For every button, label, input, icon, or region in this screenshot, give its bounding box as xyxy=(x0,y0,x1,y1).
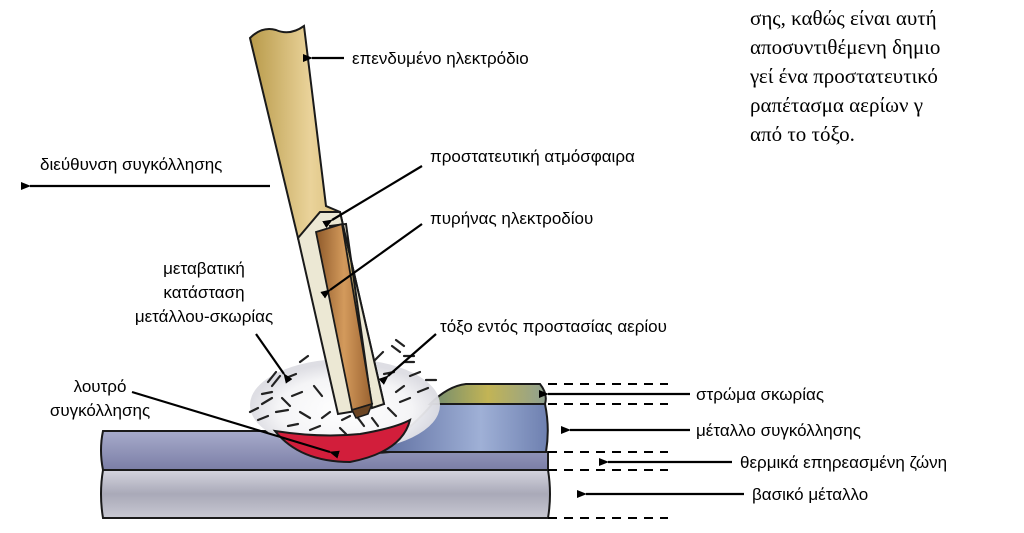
label-transition-line-3: μετάλλου-σκωρίας xyxy=(135,307,273,326)
arrow-protective-atmosphere xyxy=(322,165,423,229)
label-weld-metal: μέταλλο συγκόλλησης xyxy=(696,421,861,440)
weld-pool-shape xyxy=(272,418,412,464)
label-arc-gas: τόξο εντός προστασίας αερίου xyxy=(440,317,667,336)
label-welding-direction: διεύθυνση συγκόλλησης xyxy=(40,155,222,174)
slag-layer xyxy=(427,383,547,405)
arrow-electrode-core xyxy=(320,223,423,299)
body-text-line: γεί ένα προστατευτικό xyxy=(750,64,938,88)
body-text-line: ραπέτασμα αερίων γ xyxy=(750,93,923,117)
electrode-tip xyxy=(350,402,374,419)
arrow-arc-gas xyxy=(378,333,437,385)
label-weld-pool-line-2: συγκόλλησης xyxy=(50,401,150,420)
label-coated-electrode: επενδυμένο ηλεκτρόδιο xyxy=(352,49,529,68)
body-text-line: από το τόξο. xyxy=(750,122,855,146)
arrow-weld-pool xyxy=(131,390,340,459)
label-electrode-core: πυρήνας ηλεκτροδίου xyxy=(430,209,593,228)
label-weld-pool-line-1: λουτρό xyxy=(74,377,127,396)
body-text-line: σης, καθώς είναι αυτή xyxy=(750,6,937,30)
label-transition-line-2: κατάσταση xyxy=(163,283,244,302)
label-protective-atmosphere: προστατευτική ατμόσφαιρα xyxy=(430,147,635,166)
arrow-metal-slag xyxy=(255,333,293,384)
layer-guide-lines xyxy=(548,383,668,519)
body-text-line: αποσυντιθέμενη δημιο xyxy=(750,35,941,59)
label-haz: θερμικά επηρεασμένη ζώνη xyxy=(740,453,947,472)
label-transition-line-1: μεταβατική xyxy=(163,259,245,278)
label-slag-layer: στρώμα σκωρίας xyxy=(696,385,824,404)
base-metal-layer xyxy=(100,469,551,519)
label-base-metal: βασικό μέταλλο xyxy=(752,485,868,504)
body-text-fragment: σης, καθώς είναι αυτή αποσυντιθέμενη δημ… xyxy=(750,4,1024,149)
